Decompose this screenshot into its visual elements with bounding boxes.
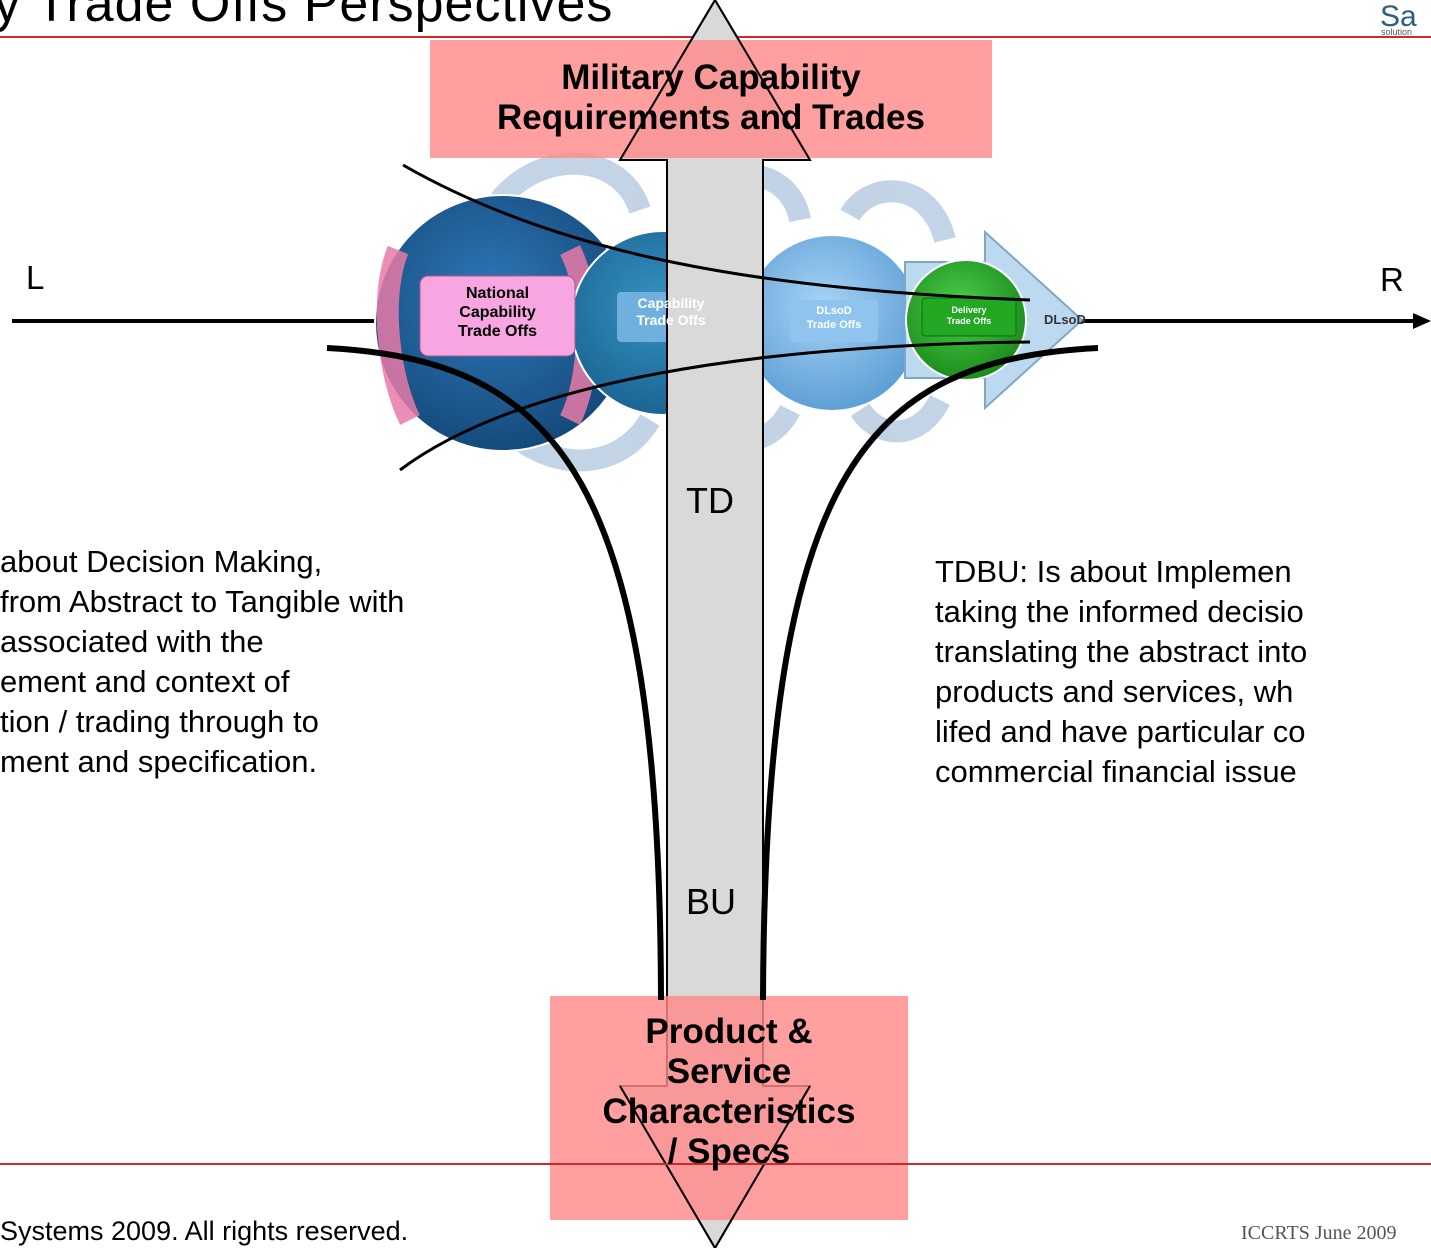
left-paragraph: about Decision Making, from Abstract to …	[0, 544, 405, 779]
top-box-label: Military Capability Requirements and Tra…	[497, 58, 925, 137]
circle-label-national: National Capability Trade Offs	[457, 285, 538, 340]
footer-rule	[0, 1163, 1431, 1165]
footer-copyright: Systems 2009. All rights reserved.	[0, 1216, 409, 1246]
bottom-box-label: Product & Service Characteristics / Spec…	[602, 1012, 856, 1171]
right-label: R	[1380, 261, 1404, 298]
bottom-box-bg	[550, 996, 908, 1220]
footer-event: ICCRTS June 2009	[1241, 1222, 1397, 1244]
circle-label-delivery: Delivery Trade Offs	[946, 305, 992, 326]
label-box-national	[419, 275, 576, 357]
right-paragraph: TDBU: Is about Implemen taking the infor…	[935, 554, 1308, 789]
label-box-dlsod	[790, 300, 878, 342]
circle-label-dlsod: DLsoD Trade Offs	[806, 305, 862, 331]
swoosh-lines	[399, 163, 1031, 472]
circle-label-capability: Capability Trade Offs	[636, 295, 706, 328]
top-box-bg	[430, 40, 992, 158]
td-label: TD	[686, 480, 734, 521]
company-logo: Sa	[1380, 0, 1417, 33]
company-logo-tagline: solution	[1381, 27, 1413, 37]
pink-swirl-left	[376, 245, 420, 425]
bu-label: BU	[686, 881, 737, 922]
left-label: L	[26, 259, 45, 296]
top-arrowhead-outline	[619, 0, 811, 161]
bottom-arrowhead-outline	[619, 1085, 811, 1248]
right-axis-arrowhead	[1413, 313, 1431, 329]
chevron-label-dlsod: DLsoD	[1044, 312, 1086, 327]
slide-title: y Trade Offs Perspectives	[0, 0, 614, 33]
funnel-curves	[326, 345, 1099, 1001]
